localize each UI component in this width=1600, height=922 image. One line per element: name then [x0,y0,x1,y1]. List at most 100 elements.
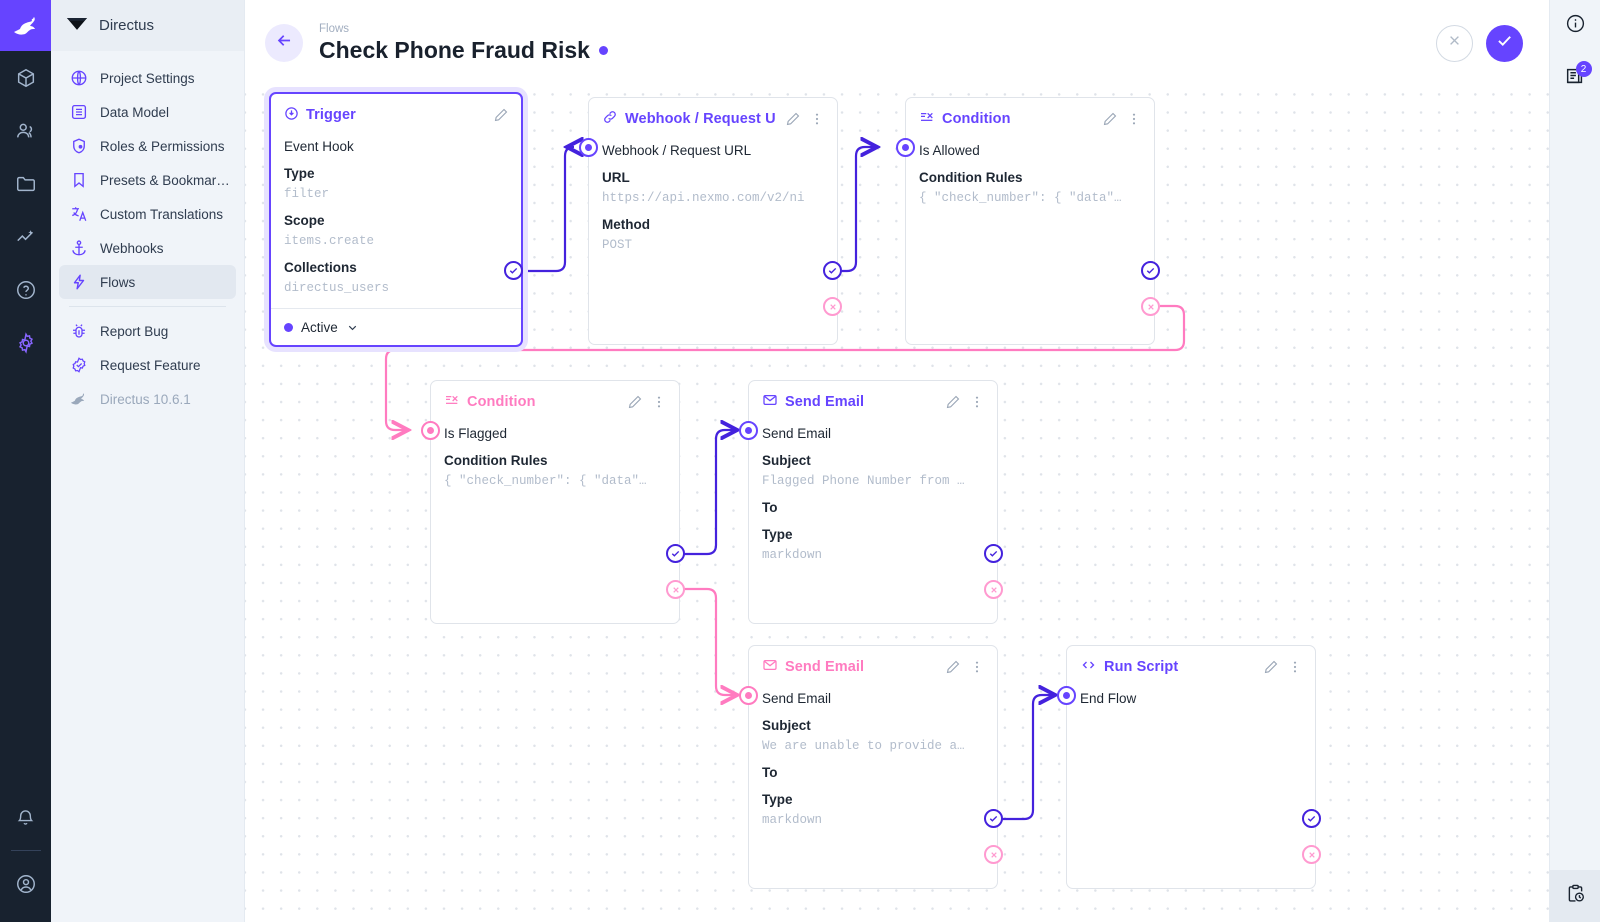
field-value: POST [602,238,633,252]
node-header: Run Script [1067,646,1315,688]
flow-editor: Trigger Event Hook Type filter Scope ite… [245,0,1549,922]
handle-reject-send-email-unable[interactable] [984,845,1003,864]
node-body: Is Flagged Condition Rules { "check_numb… [431,423,679,501]
sidebar-item-label: Request Feature [100,357,201,373]
node-header-actions [944,658,986,676]
edit-icon[interactable] [944,658,962,676]
rail-divider [10,850,41,851]
flow-node-condition-allowed[interactable]: Condition Is Allowed Condition Rules { "… [905,97,1155,345]
sidebar-item-roles-permissions[interactable]: Roles & Permissions [59,129,236,163]
handle-reject-webhook[interactable] [823,297,842,316]
handle-in-send-email-flagged[interactable] [739,421,758,440]
clipboard-clock-icon [1565,883,1586,909]
sidebar-item-report-bug[interactable]: Report Bug [59,314,236,348]
mail-icon [762,657,778,677]
flow-node-webhook[interactable]: Webhook / Request U Webhook / Request UR… [588,97,838,345]
flow-node-trigger[interactable]: Trigger Event Hook Type filter Scope ite… [269,92,523,347]
sidebar-item-request-feature[interactable]: Request Feature [59,348,236,382]
more-options-icon[interactable] [808,110,826,128]
handle-resolve-condition-flagged[interactable] [666,544,685,563]
flow-node-run-script[interactable]: Run Script End Flow [1066,645,1316,889]
field-value: markdown [762,548,823,562]
handle-resolve-run-script[interactable] [1302,809,1321,828]
status-label: Active [301,319,338,335]
handle-in-condition-flagged[interactable] [421,421,440,440]
sidebar-item-webhooks[interactable]: Webhooks [59,231,236,265]
rail-item-notifications[interactable] [0,791,51,844]
field-label: Subject [762,453,811,468]
node-body: Send Email Subject We are unable to prov… [749,688,997,840]
flow-status-dot [598,46,608,55]
logs-button[interactable]: 2 [1550,52,1600,104]
rail-item-settings[interactable] [0,316,51,369]
node-header: Condition [431,381,679,423]
cancel-button[interactable] [1436,24,1473,62]
field-label: To [762,765,778,780]
rail-item-account[interactable] [0,857,51,910]
badge-check-icon [69,356,88,375]
node-header-actions [492,106,510,124]
field-label: Type [762,792,793,807]
handle-resolve-condition-allowed[interactable] [1141,261,1160,280]
handle-resolve-webhook[interactable] [823,261,842,280]
handle-reject-send-email-flagged[interactable] [984,580,1003,599]
edit-icon[interactable] [492,106,510,124]
rabbit-logo-icon[interactable] [0,0,51,51]
sidebar-item-flows[interactable]: Flows [59,265,236,299]
edit-icon[interactable] [944,393,962,411]
node-name: Event Hook [284,139,354,154]
handle-in-run-script[interactable] [1057,686,1076,705]
trigger-status-toggle[interactable]: Active [271,308,521,345]
handle-in-webhook[interactable] [579,138,598,157]
field-label: Type [284,166,315,181]
breadcrumb[interactable]: Flows [319,23,350,35]
check-icon [1495,31,1514,55]
field-label: Condition Rules [444,453,548,468]
edit-icon[interactable] [784,110,802,128]
rail-item-insights[interactable] [0,210,51,263]
sidebar-header[interactable]: Directus [51,0,244,51]
rail-item-docs[interactable] [0,263,51,316]
more-options-icon[interactable] [968,658,986,676]
field-label: To [762,500,778,515]
edit-icon[interactable] [626,393,644,411]
close-icon [1446,32,1463,54]
node-name: End Flow [1080,691,1137,706]
shield-icon [69,137,88,156]
save-button[interactable] [1486,24,1523,62]
sidebar-item-data-model[interactable]: Data Model [59,95,236,129]
edit-icon[interactable] [1101,110,1119,128]
sidebar-item-project-settings[interactable]: Project Settings [59,61,236,95]
back-button[interactable] [265,24,303,62]
page-title-text: Check Phone Fraud Risk [319,37,590,63]
handle-resolve-trigger[interactable] [504,261,523,280]
more-options-icon[interactable] [650,393,668,411]
sidebar-item-presets-bookmarks[interactable]: Presets & Bookmar… [59,163,236,197]
handle-reject-condition-allowed[interactable] [1141,297,1160,316]
link-icon [602,109,618,129]
flow-node-send-email-flagged[interactable]: Send Email Send Email Subject Flagged Ph… [748,380,998,624]
handle-reject-run-script[interactable] [1302,845,1321,864]
more-options-icon[interactable] [1286,658,1304,676]
handle-in-condition-allowed[interactable] [896,138,915,157]
rail-item-user-directory[interactable] [0,104,51,157]
handle-in-send-email-unable[interactable] [739,686,758,705]
node-body: Event Hook Type filter Scope items.creat… [271,136,521,308]
more-options-icon[interactable] [1125,110,1143,128]
field-label: Condition Rules [919,170,1023,185]
edit-icon[interactable] [1262,658,1280,676]
sidebar-item-label: Data Model [100,104,170,120]
more-options-icon[interactable] [968,393,986,411]
flow-node-condition-flagged[interactable]: Condition Is Flagged Condition Rules { "… [430,380,680,624]
rail-item-file-library[interactable] [0,157,51,210]
mail-icon [762,392,778,412]
sidebar-item-custom-translations[interactable]: Custom Translations [59,197,236,231]
activity-button[interactable] [1549,870,1600,922]
handle-reject-condition-flagged[interactable] [666,580,685,599]
handle-resolve-send-email-flagged[interactable] [984,544,1003,563]
info-button[interactable] [1550,0,1600,52]
rail-item-content[interactable] [0,51,51,104]
flow-node-send-email-unable[interactable]: Send Email Send Email Subject We are una… [748,645,998,889]
handle-resolve-send-email-unable[interactable] [984,809,1003,828]
sidebar-item-label: Flows [100,274,136,290]
